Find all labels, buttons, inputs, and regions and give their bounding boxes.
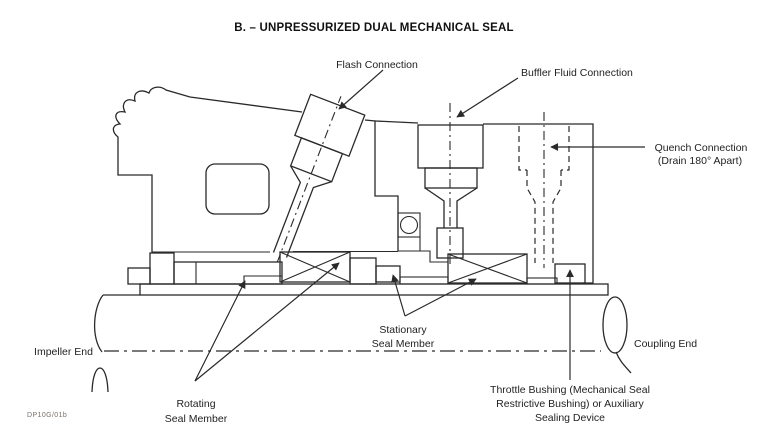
housing-window (205, 163, 270, 215)
shaft-left-end-lower (91, 367, 109, 393)
seal-internals (127, 251, 586, 285)
gland-outline (374, 120, 594, 284)
flash-axis (276, 96, 342, 263)
gland-bolt-circle (399, 215, 419, 235)
stationary-label-line2: Seal Member (372, 338, 435, 350)
stationary-leader-1 (391, 274, 406, 317)
shaft-left-end (93, 294, 104, 353)
stationary-label-line1: Stationary (379, 324, 427, 336)
figure-title: B. – UNPRESSURIZED DUAL MECHANICAL SEAL (234, 22, 514, 34)
seal-shelf-left (399, 276, 449, 285)
quench-label-line2: (Drain 180° Apart) (658, 155, 742, 167)
gland-end-foot (127, 267, 151, 285)
seal-box-1 (279, 251, 351, 283)
rotating-leader-2 (194, 262, 340, 382)
shaft-right-end (602, 296, 628, 354)
flash-label: Flash Connection (336, 59, 418, 71)
flash-fitting (272, 93, 366, 263)
shaft-right-tail (615, 351, 632, 374)
leader-lines (194, 69, 645, 382)
throttle-label-line1: Throttle Bushing (Mechanical Seal (490, 384, 650, 396)
buffer-label: Buffler Fluid Connection (521, 67, 633, 79)
quench-label-line1: Quench Connection (655, 142, 748, 154)
quench-fitting (518, 112, 570, 268)
throttle-label-line2: Restrictive Bushing) or Auxiliary (496, 398, 644, 410)
figure-code: DP10G/01b (27, 412, 67, 419)
seal-shelf-right (526, 277, 558, 285)
stationary-leader-2 (404, 278, 477, 317)
gland-bolt (397, 212, 421, 238)
rotating-element-left (173, 261, 283, 285)
buffer-fitting (417, 103, 484, 264)
flash-leader (338, 69, 384, 110)
impeller-end-label: Impeller End (34, 346, 93, 358)
chamber-ceiling (152, 250, 398, 253)
stationary-seat-left (349, 257, 377, 285)
rotating-label-line1: Rotating (176, 398, 215, 410)
rotating-leader-1 (194, 280, 246, 382)
buffer-leader (456, 77, 519, 118)
coupling-end-label: Coupling End (634, 338, 697, 350)
throttle-label-line3: Sealing Device (535, 412, 605, 424)
rotating-label-line2: Seal Member (165, 413, 228, 425)
stationary-seat-right (375, 265, 401, 283)
gland-bore-step (398, 237, 448, 263)
shaft-sleeve (139, 283, 609, 296)
gland-end-block (149, 252, 175, 285)
seal-box-2 (447, 253, 528, 284)
